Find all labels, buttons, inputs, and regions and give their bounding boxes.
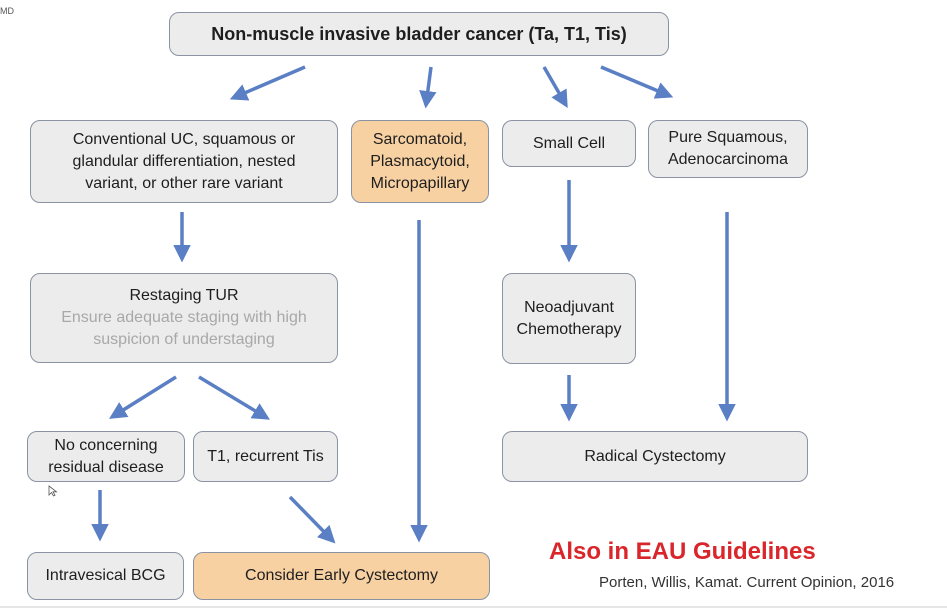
arrow-restaging-to-t1 (198, 375, 270, 420)
node-sarcomatoid: Sarcomatoid, Plasmacytoid, Micropapillar… (351, 120, 489, 203)
node-restaging-tur: Restaging TUR Ensure adequate staging wi… (30, 273, 338, 363)
citation-text: Porten, Willis, Kamat. Current Opinion, … (599, 574, 895, 591)
corner-mark: MD (0, 6, 14, 16)
node-neoadjuvant-chemo-text: Neoadjuvant Chemotherapy (516, 298, 622, 338)
node-intravesical-bcg: Intravesical BCG (27, 552, 184, 600)
node-nmibc-title-text: Non-muscle invasive bladder cancer (Ta, … (211, 24, 627, 44)
node-restaging-tur-subtext: Ensure adequate staging with high suspic… (61, 309, 307, 348)
node-restaging-tur-title: Restaging TUR (129, 287, 239, 304)
node-restaging-tur-content: Restaging TUR Ensure adequate staging wi… (51, 285, 317, 351)
node-radical-cystectomy-text: Radical Cystectomy (584, 447, 726, 465)
node-sarcomatoid-text: Sarcomatoid, Plasmacytoid, Micropapillar… (370, 130, 470, 192)
node-t1-recurrent-tis: T1, recurrent Tis (193, 431, 338, 482)
arrow-title-to-pure-squamous (600, 65, 674, 99)
node-early-cystectomy-text: Consider Early Cystectomy (245, 567, 438, 584)
node-pure-squamous-text: Pure Squamous, Adenocarcinoma (667, 129, 789, 168)
arrow-title-to-small-cell (542, 66, 568, 109)
node-radical-cystectomy: Radical Cystectomy (502, 431, 808, 482)
arrow-title-to-conventional (229, 65, 306, 101)
arrow-restaging-to-no-concerning (109, 375, 177, 419)
node-intravesical-bcg-text: Intravesical BCG (45, 567, 166, 584)
node-t1-recurrent-tis-text: T1, recurrent Tis (207, 447, 324, 465)
eau-guidelines-annotation: Also in EAU Guidelines (549, 538, 816, 565)
arrow-t1-to-early-cystectomy (288, 495, 336, 544)
node-no-concerning-residual: No concerning residual disease (27, 431, 185, 482)
node-small-cell: Small Cell (502, 120, 636, 167)
node-small-cell-text: Small Cell (532, 134, 605, 152)
node-conventional-uc-text: Conventional UC, squamous or glandular d… (72, 130, 296, 192)
bottom-divider (0, 606, 947, 608)
node-neoadjuvant-chemo: Neoadjuvant Chemotherapy (502, 273, 636, 364)
node-nmibc-title: Non-muscle invasive bladder cancer (Ta, … (169, 12, 669, 56)
node-early-cystectomy: Consider Early Cystectomy (193, 552, 490, 600)
arrow-title-to-sarcomatoid (419, 66, 437, 109)
node-no-concerning-residual-text: No concerning residual disease (48, 436, 164, 476)
mouse-cursor-icon (48, 485, 58, 497)
node-conventional-uc: Conventional UC, squamous or glandular d… (30, 120, 338, 203)
node-pure-squamous: Pure Squamous, Adenocarcinoma (648, 120, 808, 178)
